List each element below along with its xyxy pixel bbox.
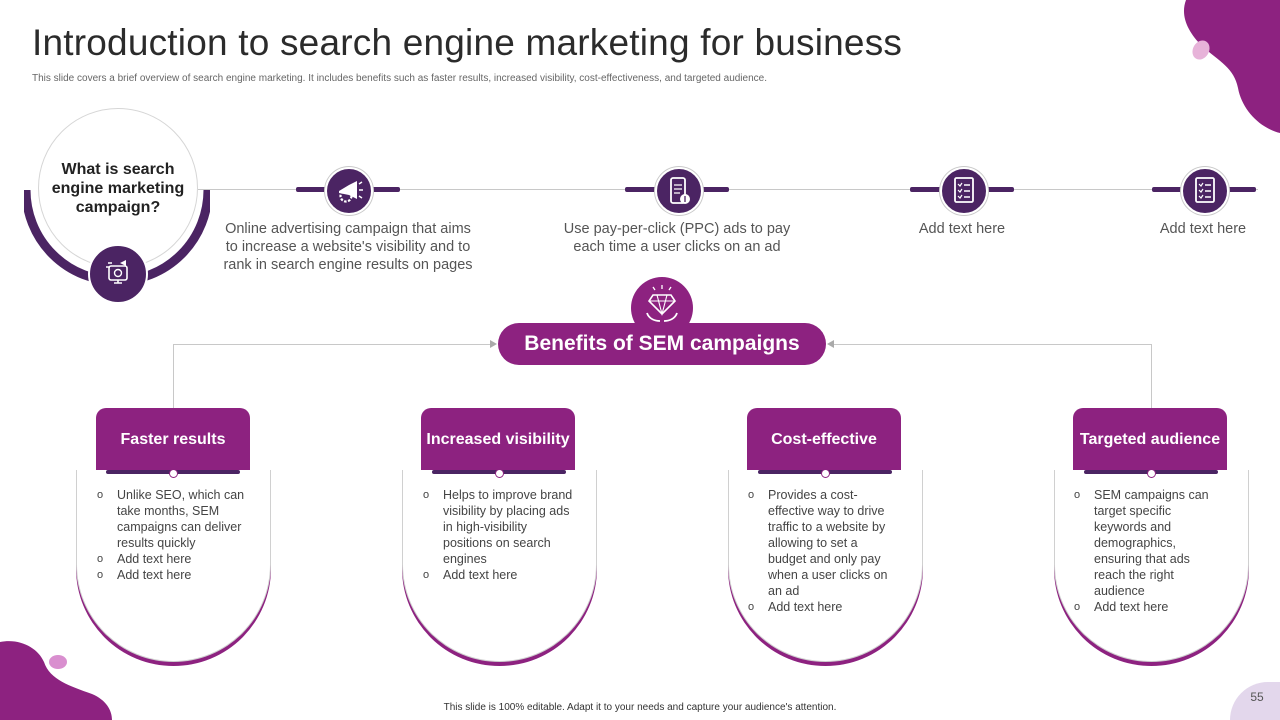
footer-note: This slide is 100% editable. Adapt it to… (0, 702, 1280, 713)
card-dot (1147, 469, 1156, 478)
decorative-blob-top-right (1180, 0, 1280, 135)
list-item: Unlike SEO, which can take months, SEM c… (97, 487, 247, 551)
marketing-monitor-icon (88, 244, 148, 304)
connector-left-drop (173, 344, 174, 408)
list-item: Add text here (97, 551, 247, 567)
card-heading-increased-visibility: Increased visibility (421, 408, 575, 470)
benefits-title: Benefits of SEM campaigns (498, 323, 826, 365)
page-title: Introduction to search engine marketing … (32, 22, 902, 64)
arrow-left-icon (827, 340, 834, 348)
page-number: 55 (1230, 682, 1280, 720)
mobile-dollar-icon (655, 167, 703, 215)
card-list-targeted-audience: SEM campaigns can target specific keywor… (1074, 487, 1224, 615)
arrow-right-icon (490, 340, 497, 348)
timeline-text-4: Add text here (1122, 220, 1280, 238)
list-item: SEM campaigns can target specific keywor… (1074, 487, 1224, 599)
list-item: Add text here (1074, 599, 1224, 615)
list-item: Helps to improve brand visibility by pla… (423, 487, 573, 567)
list-item: Provides a cost-effective way to drive t… (748, 487, 898, 599)
connector-right-drop (1151, 344, 1152, 408)
list-item: Add text here (423, 567, 573, 583)
card-list-increased-visibility: Helps to improve brand visibility by pla… (423, 487, 573, 583)
timeline-text-3: Add text here (880, 220, 1044, 238)
connector-right (834, 344, 1152, 345)
megaphone-gear-icon (325, 167, 373, 215)
page-subtitle: This slide covers a brief overview of se… (32, 73, 767, 84)
card-dot (821, 469, 830, 478)
list-item: Add text here (97, 567, 247, 583)
card-list-cost-effective: Provides a cost-effective way to drive t… (748, 487, 898, 615)
checklist-icon (940, 167, 988, 215)
card-heading-cost-effective: Cost-effective (747, 408, 901, 470)
card-heading-targeted-audience: Targeted audience (1073, 408, 1227, 470)
card-list-faster-results: Unlike SEO, which can take months, SEM c… (97, 487, 247, 583)
checklist-icon (1181, 167, 1229, 215)
card-dot (495, 469, 504, 478)
card-dot (169, 469, 178, 478)
timeline-text-2: Use pay-per-click (PPC) ads to pay each … (552, 220, 802, 256)
list-item: Add text here (748, 599, 898, 615)
connector-left (173, 344, 491, 345)
card-heading-faster-results: Faster results (96, 408, 250, 470)
intro-question: What is search engine marketing campaign… (48, 160, 188, 217)
timeline-text-1: Online advertising campaign that aims to… (218, 220, 478, 274)
